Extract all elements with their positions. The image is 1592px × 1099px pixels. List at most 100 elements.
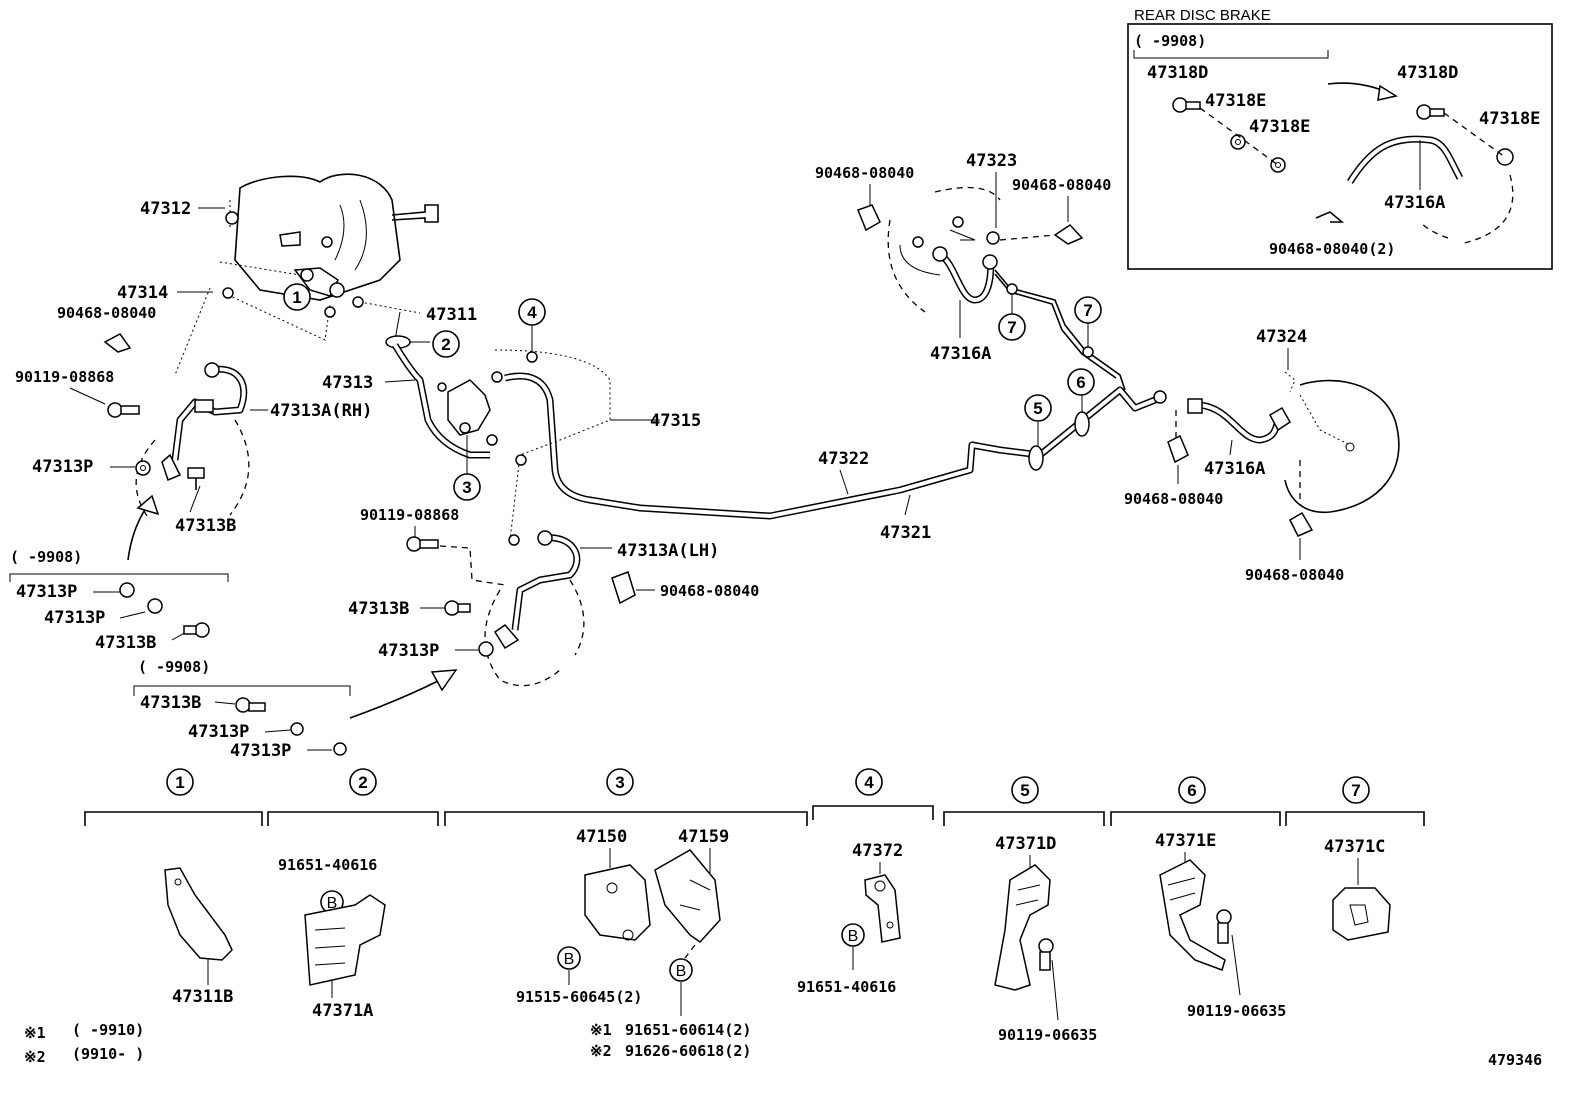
svg-text:4: 4 [864, 773, 874, 792]
note-range-2: (9910- ) [72, 1045, 144, 1063]
front-rh-brake: 47313A(RH) 47313P 47313B ( -9908) 47313P… [9, 362, 372, 653]
brake-tube-main [504, 372, 1162, 520]
note-mark-1b: ※1 [590, 1021, 612, 1039]
label-47324: 47324 [1256, 327, 1307, 347]
section-7-callout [1342, 776, 1370, 804]
tube-clamp-47371e-icon [1159, 859, 1226, 971]
label-47371d: 47371D [995, 834, 1056, 854]
label-47316a-a: 47316A [930, 344, 991, 364]
note-range-1: ( -9910) [72, 1021, 144, 1039]
section-5-callout [1011, 776, 1039, 804]
gasket-icon [1230, 134, 1246, 150]
note-mark-2: ※2 [24, 1048, 46, 1066]
label-47371c: 47371C [1324, 837, 1385, 857]
gasket-icon [333, 742, 347, 756]
label-47313a-rh: 47313A(RH) [270, 401, 372, 421]
callout-7b [1074, 296, 1102, 324]
note-mark-1: ※1 [24, 1024, 46, 1042]
svg-text:6: 6 [1187, 781, 1196, 800]
bolt-icon [406, 536, 439, 552]
gasket-icon [478, 641, 494, 657]
union-bolt-icon [1416, 104, 1445, 120]
label-47323: 47323 [966, 151, 1017, 171]
callout-7a [998, 313, 1026, 341]
illustration-number: 479346 [1488, 1051, 1542, 1069]
svg-text:6: 6 [1076, 373, 1085, 392]
label-47313p-5: 47313P [188, 722, 249, 742]
clip-icon [857, 204, 881, 232]
b-mark-d [841, 923, 865, 947]
union-bolt-icon [444, 600, 471, 616]
section-2-callout [349, 768, 377, 796]
svg-text:2: 2 [441, 335, 450, 354]
svg-text:1: 1 [292, 288, 301, 307]
clip-icon [1167, 434, 1189, 464]
label-47313b-3: 47313B [95, 633, 156, 653]
flexible-hose-lh-icon [511, 534, 581, 631]
rotor-outline-lh [484, 579, 585, 687]
label-47318e-c: 47318E [1479, 109, 1540, 129]
bracket-47159-icon [654, 849, 721, 943]
proportioning-valve-47150-icon [584, 864, 651, 941]
callout-6 [1067, 368, 1095, 396]
proportioning-valve-icon [447, 379, 491, 436]
section-6-callout [1178, 776, 1206, 804]
callout-1 [283, 283, 311, 311]
svg-text:1: 1 [175, 773, 184, 792]
label-47313b-2: 47313B [348, 599, 409, 619]
label-90468-f: 90468-08040 [1245, 566, 1344, 584]
label-47150: 47150 [576, 827, 627, 847]
center-tubes: 47322 47321 [818, 395, 1090, 543]
svg-text:B: B [327, 895, 338, 912]
callout-4 [518, 298, 546, 326]
rotor-outline-rh [135, 419, 250, 521]
inset-range-bracket [1133, 50, 1329, 59]
gasket-icon [1496, 148, 1514, 166]
label-90468-a: 90468-08040 [57, 304, 156, 322]
rear-rh-brake: 90468-08040 47316A 47324 90468-08040 [1124, 327, 1400, 584]
tube-clamp-47371a-icon [304, 894, 386, 986]
label-47322: 47322 [818, 449, 869, 469]
clip-icon [1053, 224, 1084, 245]
label-90119-d: 90119-06635 [1187, 1002, 1286, 1020]
inset-frame [1127, 23, 1553, 270]
label-47316a-b: 47316A [1204, 459, 1265, 479]
svg-text:B: B [848, 928, 859, 945]
gasket-icon [290, 722, 304, 736]
inset-title: REAR DISC BRAKE [1134, 7, 1271, 24]
label-47372: 47372 [852, 841, 903, 861]
label-90468-d: 90468-08040 [1012, 176, 1111, 194]
label-47318e-b: 47318E [1249, 117, 1310, 137]
svg-text:7: 7 [1007, 318, 1016, 337]
label-47313p-4: 47313P [44, 608, 105, 628]
label-47315: 47315 [650, 411, 701, 431]
range-9908-b: ( -9908) [10, 548, 82, 566]
clip-icon [103, 333, 132, 353]
tube-clamp-47371d-icon [994, 864, 1051, 991]
label-47316a-c: 47316A [1384, 193, 1445, 213]
tube-union-47311b-icon [164, 867, 233, 961]
label-91515: 91515-60645(2) [516, 988, 642, 1006]
label-47159: 47159 [678, 827, 729, 847]
range-9908-c: ( -9908) [138, 658, 210, 676]
label-47311b: 47311B [172, 987, 233, 1007]
rear-disc-brake-inset: REAR DISC BRAKE ( -9908) 47318D 47318E 4… [1127, 7, 1553, 270]
arrow-icon [349, 679, 441, 719]
caliper-outline [1419, 174, 1514, 245]
gasket-icon [119, 582, 135, 598]
svg-text:7: 7 [1351, 781, 1360, 800]
label-47313p-3: 47313P [16, 582, 77, 602]
svg-text:7: 7 [1083, 301, 1092, 320]
rear-lh-brake: 90468-08040 47323 90468-08040 47316A [815, 151, 1126, 391]
section-1-callout [166, 768, 194, 796]
label-90119-b: 90119-08868 [360, 506, 459, 524]
master-cylinder-area: 47312 47314 90468-08040 90119-08868 4731… [15, 173, 1162, 546]
label-90119-c: 90119-06635 [998, 1026, 1097, 1044]
label-47318d-a: 47318D [1147, 63, 1208, 83]
arrow-head-icon [1377, 84, 1398, 101]
section-3-callout [606, 768, 634, 796]
detail-sections: 1 47311B 2 91651-40616 B 47371A 3 47150 … [24, 768, 1542, 1069]
label-90468-e: 90468-08040 [1124, 490, 1223, 508]
clip-icon [1289, 511, 1314, 537]
